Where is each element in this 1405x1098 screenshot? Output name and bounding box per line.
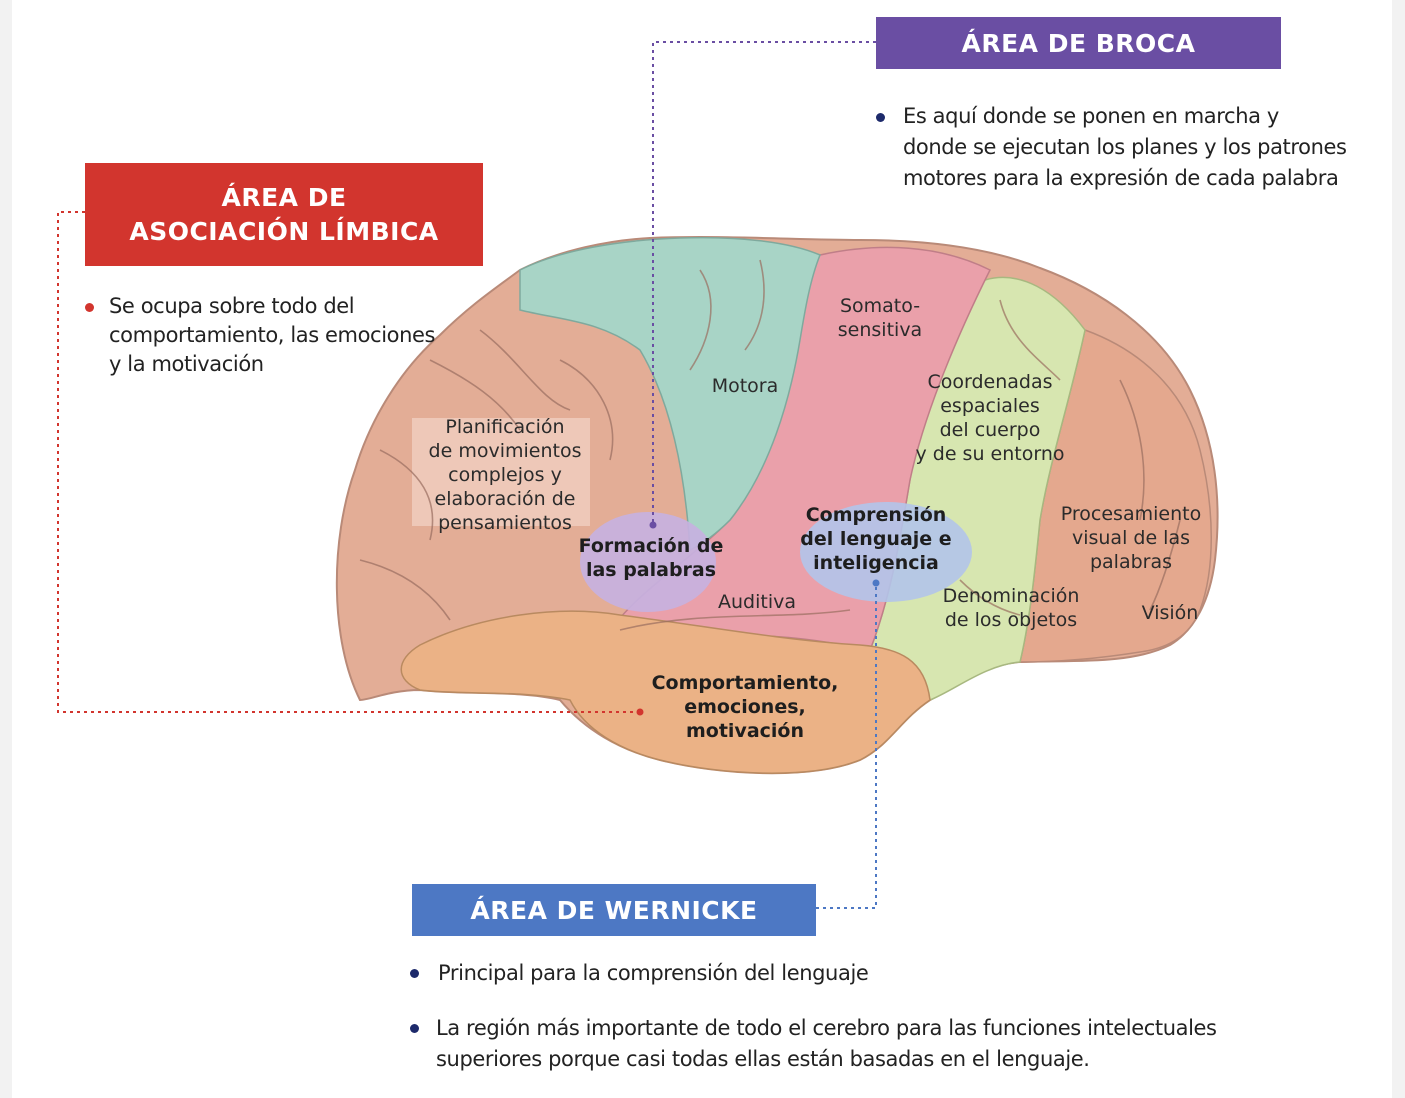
sulci-lines [359, 259, 1181, 631]
wernicke-line: La región más importante de todo el cere… [436, 1016, 1217, 1040]
label-vision: Visión [1141, 602, 1199, 624]
wernicke-bullet-1: Principal para la comprensión del lengua… [438, 961, 869, 985]
limbic-line: y la motivación [109, 352, 264, 376]
label-comportamiento: Comportamiento, emociones, motivación [651, 672, 839, 742]
label-coordenadas: Coordenadas espaciales del cuerpo y de s… [915, 371, 1065, 465]
label-auditiva: Auditiva [718, 591, 796, 613]
wernicke-blob [800, 502, 972, 602]
broca-description: Es aquí donde se ponen en marcha y donde… [903, 101, 1347, 194]
limbic-title-line2: ASOCIACIÓN LÍMBICA [129, 216, 439, 246]
limbic-line: Se ocupa sobre todo del [109, 294, 355, 318]
broca-line: motores para la expresión de cada palabr… [903, 166, 1339, 190]
label-procesamiento: Procesamiento visual de las palabras [1060, 503, 1202, 573]
label-somato: Somato- sensitiva [837, 295, 923, 341]
wernicke-title: ÁREA DE WERNICKE [470, 895, 758, 925]
broca-line: donde se ejecutan los planes y los patro… [903, 135, 1347, 159]
broca-line: Es aquí donde se ponen en marcha y [903, 104, 1279, 128]
wernicke-bullet-dot-1 [410, 969, 419, 978]
broca-blob [580, 512, 716, 612]
limbic-description: Se ocupa sobre todo del comportamiento, … [109, 292, 435, 379]
limbic-title-box: ÁREA DE ASOCIACIÓN LÍMBICA [85, 163, 483, 266]
broca-connector-dot [649, 521, 657, 529]
wernicke-connector-dot [872, 579, 880, 587]
limbic-line: comportamiento, las emociones [109, 323, 436, 347]
wernicke-line: superiores porque casi todas ellas están… [436, 1047, 1090, 1071]
wernicke-title-box: ÁREA DE WERNICKE [412, 884, 816, 936]
limbic-bullet-dot [85, 303, 94, 312]
wernicke-bullet-dot-2 [410, 1024, 419, 1033]
label-planificacion: Planificación de movimientos complejos y… [428, 416, 582, 534]
label-comprension: Comprensión del lenguaje e inteligencia [800, 504, 952, 574]
wernicke-bullet-2: La región más importante de todo el cere… [436, 1013, 1217, 1075]
limbic-title-line1: ÁREA DE [221, 182, 347, 212]
motor-area [519, 236, 821, 552]
label-denominacion: Denominación de los objetos [942, 585, 1080, 631]
label-formacion: Formación de las palabras [578, 535, 724, 581]
planning-highlight [412, 418, 590, 526]
broca-title: ÁREA DE BROCA [961, 28, 1196, 58]
label-motora: Motora [711, 375, 779, 397]
broca-bullet-dot [876, 113, 885, 122]
limbic-connector-dot [636, 708, 644, 716]
broca-title-box: ÁREA DE BROCA [876, 17, 1281, 69]
temporal-lobe [400, 610, 931, 774]
